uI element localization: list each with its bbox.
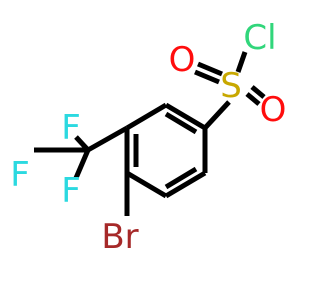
atom-f-bottom: F xyxy=(61,171,81,211)
atom-labels: Cl O S O F F F Br xyxy=(10,18,286,257)
atom-s: S xyxy=(220,66,242,106)
atom-o-bottom: O xyxy=(260,90,287,130)
bond-c2-c3 xyxy=(164,170,207,199)
bond-c5-cf3 xyxy=(86,125,129,153)
bond-c1-s xyxy=(203,100,231,130)
atom-br: Br xyxy=(101,217,138,257)
atom-o-top: O xyxy=(169,40,196,80)
bond-c2-c3-inner xyxy=(164,166,198,190)
bond-cf3-f-bottom xyxy=(73,149,91,179)
bond-c3-c4 xyxy=(125,170,168,199)
bonds xyxy=(34,51,266,216)
molecule-diagram: Cl O S O F F F Br xyxy=(10,18,286,257)
atom-cl: Cl xyxy=(243,18,276,58)
bond-s-o-top-a xyxy=(197,61,223,77)
structure-canvas: Cl O S O F F F Br xyxy=(10,18,286,257)
bond-s-o-top-b xyxy=(194,69,220,85)
bond-c5-c6 xyxy=(125,102,168,131)
atom-f-left: F xyxy=(10,155,30,195)
bond-c6-c1 xyxy=(164,102,207,131)
bond-s-cl xyxy=(235,51,248,73)
atom-f-top: F xyxy=(61,108,81,148)
bond-c6-c1-inner xyxy=(164,111,198,135)
bond-s-o-bottom-a xyxy=(250,85,266,99)
bond-s-o-bottom-b xyxy=(245,92,261,106)
